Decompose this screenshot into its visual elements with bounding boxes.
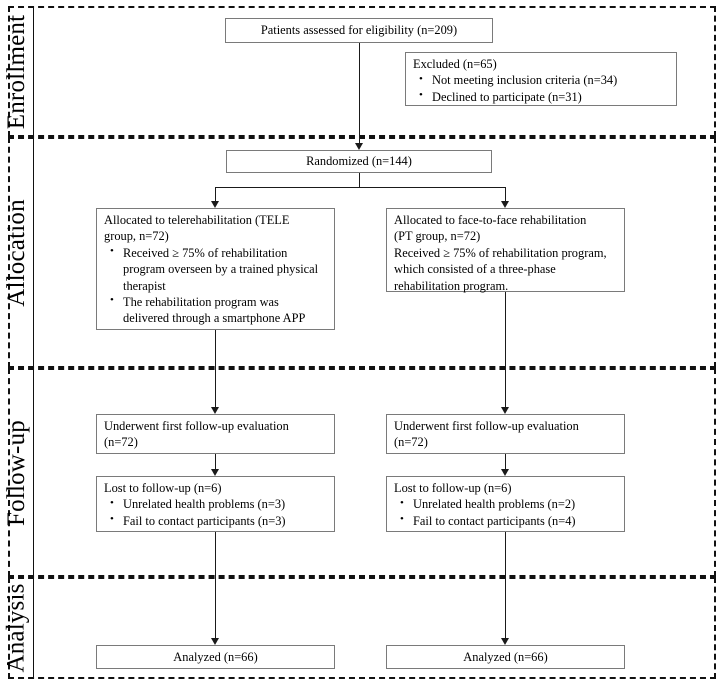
node-allocated-tele: Allocated to telerehabilitation (TELE gr… <box>96 208 335 330</box>
node-patients-assessed: Patients assessed for eligibility (n=209… <box>225 18 493 43</box>
label-divider-allocation <box>33 139 35 367</box>
node-followup-eval-tele-line2: (n=72) <box>104 435 138 450</box>
node-allocated-pt-line3: Received ≥ 75% of rehabilitation program… <box>394 245 607 293</box>
arrowhead-randomized <box>354 143 363 150</box>
node-allocated-tele-bullet-list: Received ≥ 75% of rehabilitation program… <box>104 244 328 327</box>
connector-split-left <box>215 187 217 202</box>
connector-randomized-down <box>358 172 360 188</box>
node-lost-followup-pt-bullet-list: Unrelated health problems (n=2) Fail to … <box>394 496 618 529</box>
node-allocated-pt-line1: Allocated to face-to-face rehabilitation <box>394 213 587 227</box>
node-lost-followup-tele-bullet: Fail to contact participants (n=3) <box>106 512 328 529</box>
connector-alloc-pt-to-followup <box>505 292 507 408</box>
node-analyzed-tele-text: Analyzed (n=66) <box>173 649 258 664</box>
arrowhead-lost-pt <box>501 469 509 476</box>
connector-followup-tele-to-lost <box>215 454 217 470</box>
node-excluded-heading: Excluded (n=65) <box>413 57 497 71</box>
node-allocated-tele-line1: Allocated to telerehabilitation (TELE <box>104 213 290 227</box>
label-divider-analysis <box>33 579 35 678</box>
connector-followup-pt-to-lost <box>505 454 507 470</box>
node-followup-eval-pt: Underwent first follow-up evaluation (n=… <box>386 414 625 454</box>
connector-lost-tele-to-analyzed <box>215 532 217 639</box>
node-lost-followup-pt-bullet: Fail to contact participants (n=4) <box>396 512 618 529</box>
connector-lost-pt-to-analyzed <box>505 532 507 639</box>
node-excluded-bullet: Not meeting inclusion criteria (n=34) <box>415 72 670 88</box>
arrowhead-alloc-pt <box>501 201 509 208</box>
arrowhead-analyzed-tele <box>211 638 219 645</box>
node-patients-assessed-text: Patients assessed for eligibility (n=209… <box>260 23 458 38</box>
label-divider-followup <box>33 370 35 576</box>
node-lost-followup-pt-bullet: Unrelated health problems (n=2) <box>396 496 618 512</box>
arrowhead-followup-tele <box>211 407 219 414</box>
node-allocated-pt: Allocated to face-to-face rehabilitation… <box>386 208 625 293</box>
node-analyzed-tele: Analyzed (n=66) <box>96 645 335 669</box>
node-analyzed-pt: Analyzed (n=66) <box>386 645 625 669</box>
section-frame-followup <box>8 368 716 577</box>
node-lost-followup-tele-bullet-list: Unrelated health problems (n=3) Fail to … <box>104 496 328 529</box>
connector-split-bar <box>215 187 506 189</box>
label-divider-enrollment <box>33 8 35 136</box>
node-excluded: Excluded (n=65) Not meeting inclusion cr… <box>405 52 677 106</box>
node-followup-eval-pt-line1: Underwent first follow-up evaluation <box>394 419 579 433</box>
section-frame-enrollment <box>8 6 716 137</box>
node-lost-followup-pt: Lost to follow-up (n=6) Unrelated health… <box>386 476 625 532</box>
node-randomized-text: Randomized (n=144) <box>306 154 412 169</box>
node-analyzed-pt-text: Analyzed (n=66) <box>463 649 548 664</box>
node-excluded-bullet: Declined to participate (n=31) <box>415 88 670 105</box>
arrowhead-lost-tele <box>211 469 219 476</box>
node-lost-followup-tele-heading: Lost to follow-up (n=6) <box>104 481 222 495</box>
arrowhead-followup-pt <box>501 407 509 414</box>
node-allocated-tele-bullet: Received ≥ 75% of rehabilitation program… <box>106 244 328 294</box>
node-allocated-pt-line2: (PT group, n=72) <box>394 229 481 244</box>
node-followup-eval-tele-line1: Underwent first follow-up evaluation <box>104 419 289 433</box>
node-allocated-tele-line2: group, n=72) <box>104 229 169 244</box>
connector-alloc-tele-to-followup <box>215 330 217 408</box>
section-frame-analysis <box>8 577 716 679</box>
arrowhead-analyzed-pt <box>501 638 509 645</box>
node-randomized: Randomized (n=144) <box>226 150 492 173</box>
arrowhead-alloc-tele <box>211 201 219 208</box>
connector-split-right <box>505 187 507 202</box>
node-lost-followup-tele-bullet: Unrelated health problems (n=3) <box>106 496 328 512</box>
connector-assessed-to-randomized <box>358 42 360 144</box>
node-followup-eval-pt-line2: (n=72) <box>394 435 428 450</box>
node-lost-followup-tele: Lost to follow-up (n=6) Unrelated health… <box>96 476 335 532</box>
node-followup-eval-tele: Underwent first follow-up evaluation (n=… <box>96 414 335 454</box>
node-allocated-tele-bullet: The rehabilitation program was delivered… <box>106 293 328 327</box>
section-frame-allocation <box>8 137 716 368</box>
node-excluded-bullet-list: Not meeting inclusion criteria (n=34) De… <box>413 72 670 105</box>
node-lost-followup-pt-heading: Lost to follow-up (n=6) <box>394 481 512 495</box>
